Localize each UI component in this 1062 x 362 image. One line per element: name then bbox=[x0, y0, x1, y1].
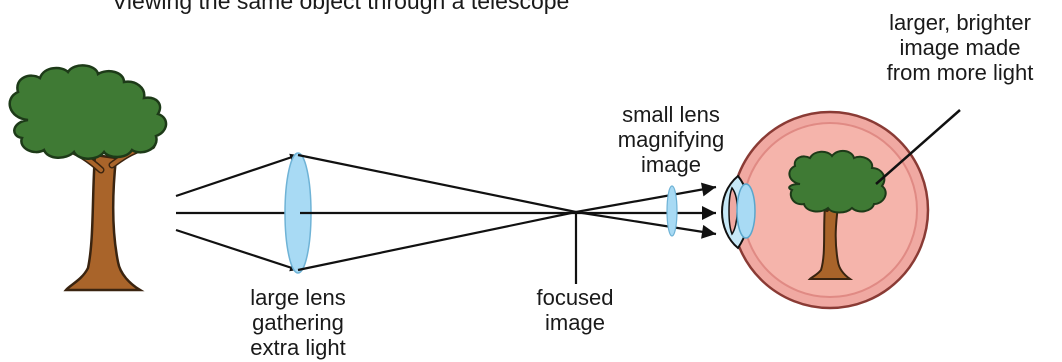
small-lens-label: small lens magnifying image bbox=[617, 102, 725, 177]
tree-image-icon bbox=[788, 150, 887, 280]
diagram-title: Viewing the same object through a telesc… bbox=[112, 0, 570, 14]
result-pointer-line bbox=[875, 109, 961, 185]
focused-image-label: focused image bbox=[536, 285, 614, 335]
converging-rays bbox=[297, 153, 717, 272]
tree-icon bbox=[8, 64, 168, 292]
small-lens bbox=[666, 185, 678, 237]
large-lens-label: large lens gathering extra light bbox=[250, 285, 346, 360]
result-label: larger, brighter image made from more li… bbox=[886, 10, 1034, 85]
incoming-rays bbox=[175, 153, 299, 272]
